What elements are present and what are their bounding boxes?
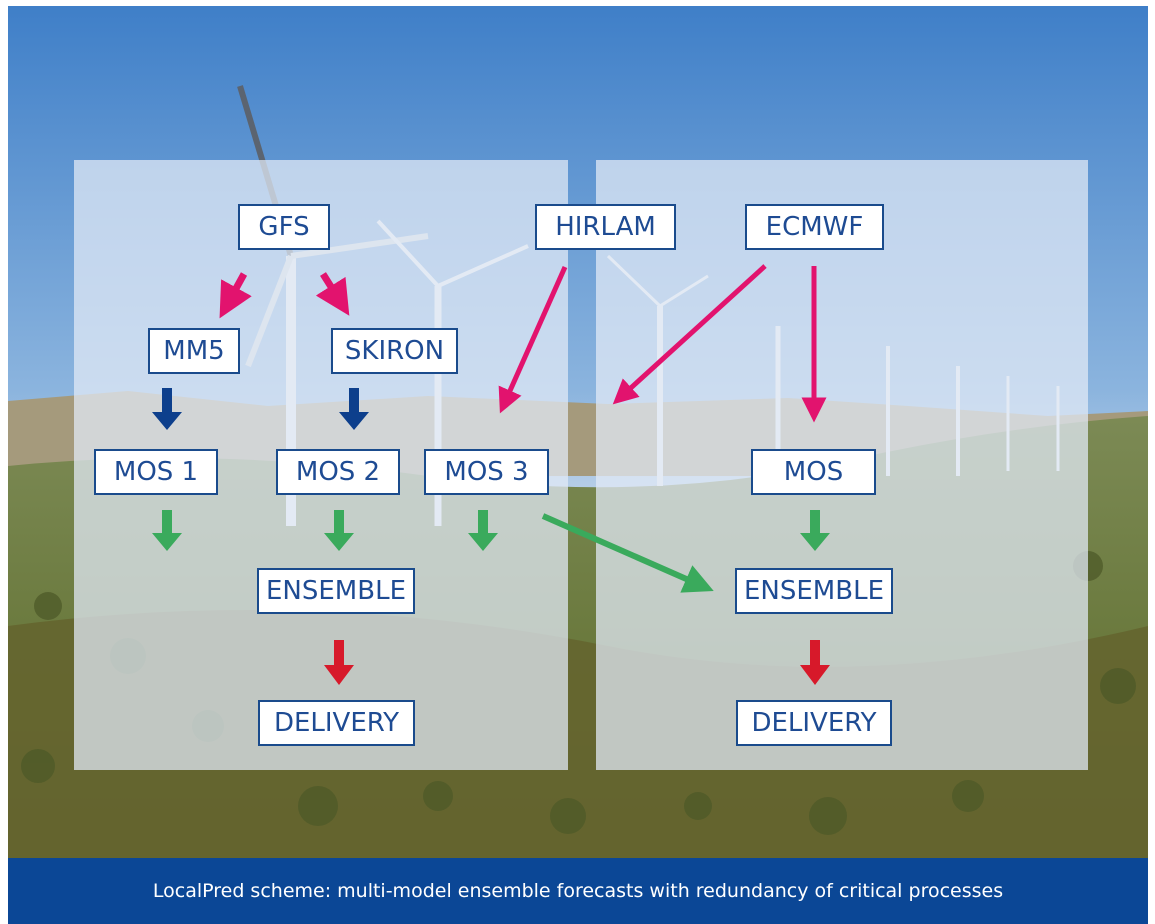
node-ecmwf: ECMWF xyxy=(745,204,884,250)
arrow-hirlam-to-mos3 xyxy=(498,265,568,414)
node-skiron: SKIRON xyxy=(331,328,458,374)
node-hirlam: HIRLAM xyxy=(535,204,676,250)
arrow-mos1-to-ensemble xyxy=(152,510,182,551)
arrow-mos3-to-ensemble xyxy=(468,510,498,551)
arrow-mm5-to-mos1 xyxy=(152,388,182,430)
caption-bar: LocalPred scheme: multi-model ensemble f… xyxy=(8,858,1148,924)
arrow-ecmwf-to-left-panel xyxy=(612,264,767,405)
arrow-skiron-to-mos2 xyxy=(339,388,369,430)
node-delivery-right: DELIVERY xyxy=(736,700,892,746)
node-mm5: MM5 xyxy=(148,328,240,374)
node-gfs: GFS xyxy=(238,204,330,250)
node-mos3: MOS 3 xyxy=(424,449,549,495)
arrow-mos-to-ensemble-right xyxy=(800,510,830,551)
node-mos2: MOS 2 xyxy=(276,449,400,495)
node-ensemble-left: ENSEMBLE xyxy=(257,568,415,614)
arrow-mos2-to-ensemble xyxy=(324,510,354,551)
caption-text: LocalPred scheme: multi-model ensemble f… xyxy=(152,880,1004,902)
node-ensemble-right: ENSEMBLE xyxy=(735,568,893,614)
node-mos1: MOS 1 xyxy=(94,449,218,495)
arrow-ensemble-right-to-delivery-right xyxy=(800,640,830,685)
arrow-gfs-to-mm5 xyxy=(219,272,252,319)
node-delivery-left: DELIVERY xyxy=(258,700,415,746)
arrow-ensemble-to-delivery xyxy=(324,640,354,685)
node-mos: MOS xyxy=(751,449,876,495)
arrow-gfs-to-skiron xyxy=(315,272,350,316)
arrow-mos3-to-ensemble-right xyxy=(541,513,714,593)
